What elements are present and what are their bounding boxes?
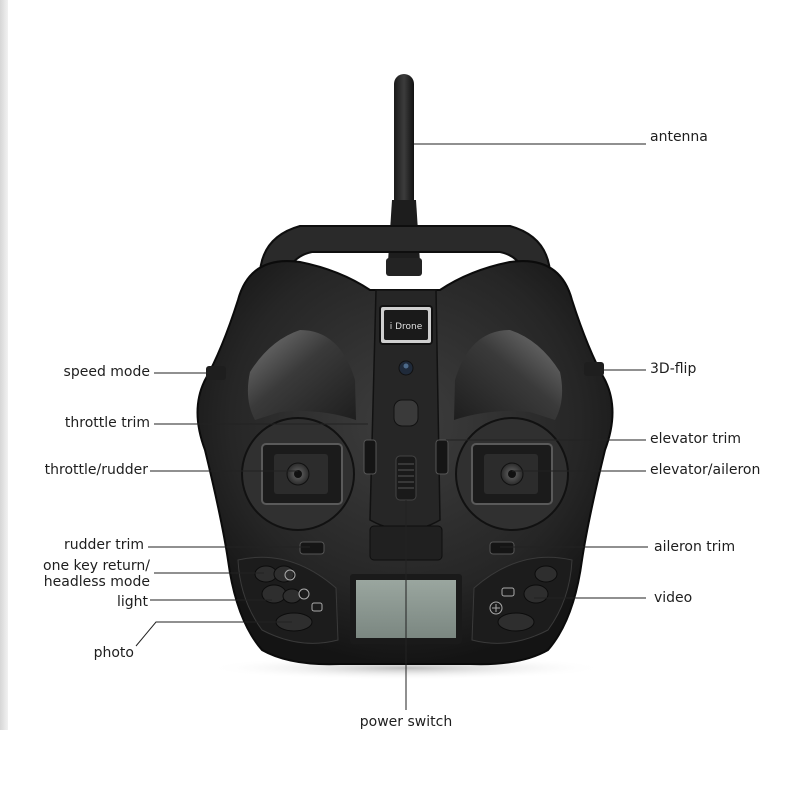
- label-antenna: antenna: [650, 129, 708, 145]
- camera-icon: [311, 602, 323, 612]
- plus-icon: [489, 601, 503, 615]
- video-icon: [501, 587, 515, 597]
- left-wing-panel: [247, 330, 356, 420]
- label-speed-mode: speed mode: [63, 364, 150, 380]
- label-one-key-return-line1: one key return/: [43, 558, 150, 574]
- right-stick-gimbal[interactable]: [455, 417, 569, 531]
- label-photo: photo: [93, 645, 134, 661]
- label-power-switch: power switch: [359, 714, 453, 730]
- logo-text: i Drone: [389, 322, 423, 332]
- elevator-trim-slider[interactable]: [435, 439, 449, 475]
- signal-icon: [284, 569, 296, 581]
- speed-mode-button[interactable]: [206, 366, 226, 380]
- label-aileron-trim: aileron trim: [654, 539, 736, 555]
- right-wing-panel: [454, 330, 563, 420]
- label-throttle-trim: throttle trim: [64, 415, 150, 431]
- video-button[interactable]: [523, 584, 549, 604]
- label-rudder-trim: rudder trim: [64, 537, 144, 553]
- leader-photo: [135, 621, 292, 647]
- 3d-flip-button[interactable]: [584, 362, 604, 376]
- left-edge-shadow: [0, 0, 8, 730]
- throttle-trim-slider[interactable]: [363, 439, 377, 475]
- label-video: video: [654, 590, 693, 606]
- label-throttle-rudder: throttle/rudder: [44, 462, 148, 478]
- label-one-key-return-line2: headless mode: [43, 574, 150, 590]
- label-3d-flip: 3D-flip: [650, 361, 697, 377]
- center-button[interactable]: [393, 399, 419, 427]
- rudder-trim-slider[interactable]: [299, 541, 325, 555]
- aileron-trim-slider[interactable]: [489, 541, 515, 555]
- right-button-cluster: [471, 556, 573, 644]
- left-stick-gimbal[interactable]: [241, 417, 355, 531]
- label-elevator-aileron: elevator/aileron: [650, 462, 761, 478]
- gear-icon: [298, 588, 310, 600]
- leader-lines: [135, 143, 648, 710]
- label-elevator-trim: elevator trim: [650, 431, 742, 447]
- power-switch[interactable]: [395, 455, 417, 501]
- label-light: light: [116, 594, 148, 610]
